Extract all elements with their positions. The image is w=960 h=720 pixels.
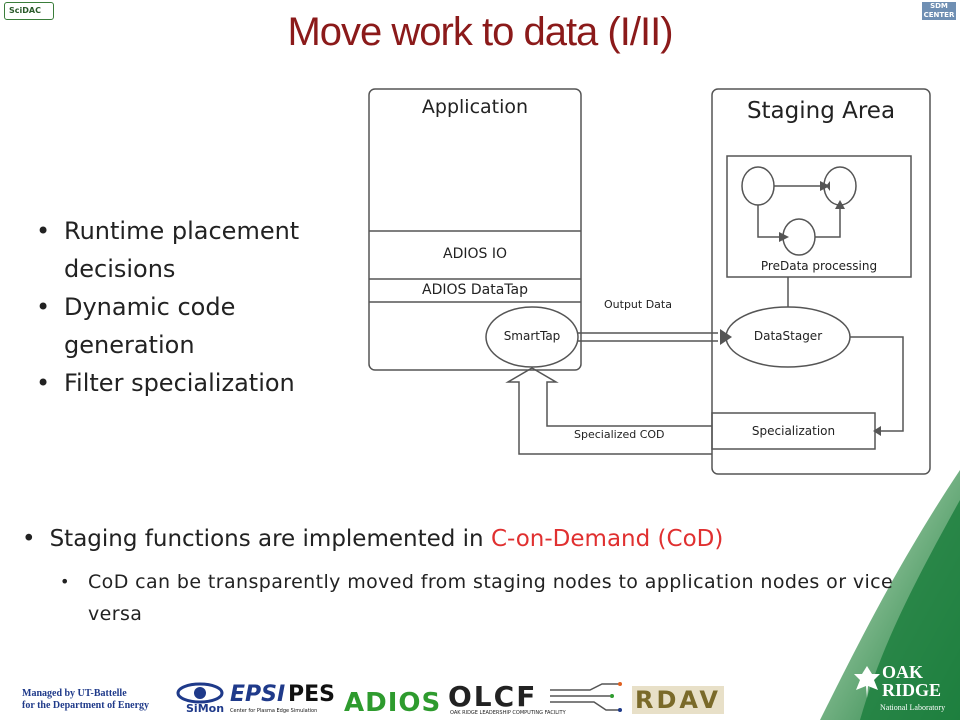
sub-bullet-dot: • (60, 572, 70, 591)
adios-io-label: ADIOS IO (443, 246, 507, 262)
predata-label: PreData processing (760, 259, 878, 273)
epsi-text: EPSI (230, 682, 286, 707)
footer-line-1: Managed by UT-Battelle (22, 688, 127, 699)
circuit-lines-icon (550, 682, 622, 712)
sdm-center-logo: SDM CENTER (922, 2, 956, 20)
staging-area-label: Staging Area (746, 98, 896, 124)
sub-bullet-text: CoD can be transparently moved from stag… (88, 571, 894, 625)
adios-logo: ADIOS (344, 680, 444, 718)
eye-icon (176, 682, 224, 704)
pes-text: PES (288, 682, 335, 707)
specialized-cod-label: Specialized COD (574, 428, 665, 441)
cod-highlight: C-on-Demand (CoD) (490, 526, 724, 552)
smarttap-label: SmartTap (503, 329, 561, 343)
output-data-label: Output Data (604, 298, 672, 311)
application-box (368, 88, 582, 371)
left-bullet-list: Runtime placement decisions Dynamic code… (36, 212, 336, 402)
olcf-subtitle: OAK RIDGE LEADERSHIP COMPUTING FACILITY (450, 710, 566, 716)
predata-circle-1 (741, 166, 775, 206)
ornl-text-lab: National Laboratory (880, 703, 946, 712)
ornl-logo: OAK RIDGE National Laboratory (850, 660, 954, 716)
main-bullet: • Staging functions are implemented in C-… (22, 526, 723, 552)
scidac-logo: SciDAC (4, 2, 54, 20)
main-bullet-text: Staging functions are implemented in (49, 526, 491, 552)
bullet-filter: Filter specialization (36, 364, 336, 402)
datastager-label: DataStager (753, 329, 823, 343)
ornl-text-oak: OAK (882, 662, 924, 682)
olcf-text: OLCF (448, 680, 538, 713)
epsi-pes-logo: EPSI PES Center for Plasma Edge Simulati… (230, 680, 340, 716)
simon-text: SiMon (186, 702, 225, 715)
simon-logo: SiMon (174, 680, 226, 716)
predata-box (726, 155, 912, 278)
slide-title: Move work to data (I/II) (287, 10, 673, 54)
olcf-logo: OLCF OAK RIDGE LEADERSHIP COMPUTING FACI… (448, 680, 628, 716)
smarttap-node (485, 306, 579, 368)
adios-text: ADIOS (344, 688, 442, 718)
bullet-dot: • (22, 526, 36, 552)
application-label: Application (421, 96, 529, 118)
footer-line-2: for the Department of Energy (22, 700, 150, 711)
sub-bullet: • CoD can be transparently moved from st… (60, 566, 900, 630)
rdav-logo: RDAV (632, 680, 724, 716)
adios-datatap-label: ADIOS DataTap (422, 282, 528, 298)
ornl-text-ridge: RIDGE (882, 680, 942, 700)
footer-managed-by: Managed by UT-Battelle for the Departmen… (22, 688, 149, 712)
specialization-label: Specialization (751, 424, 836, 438)
bullet-dynamic-code: Dynamic code generation (36, 288, 336, 364)
staging-area-box (711, 88, 931, 475)
bullet-runtime: Runtime placement decisions (36, 212, 336, 288)
pes-subtitle: Center for Plasma Edge Simulation (230, 708, 318, 714)
leaf-icon (854, 666, 880, 698)
rdav-text: RDAV (632, 686, 724, 714)
